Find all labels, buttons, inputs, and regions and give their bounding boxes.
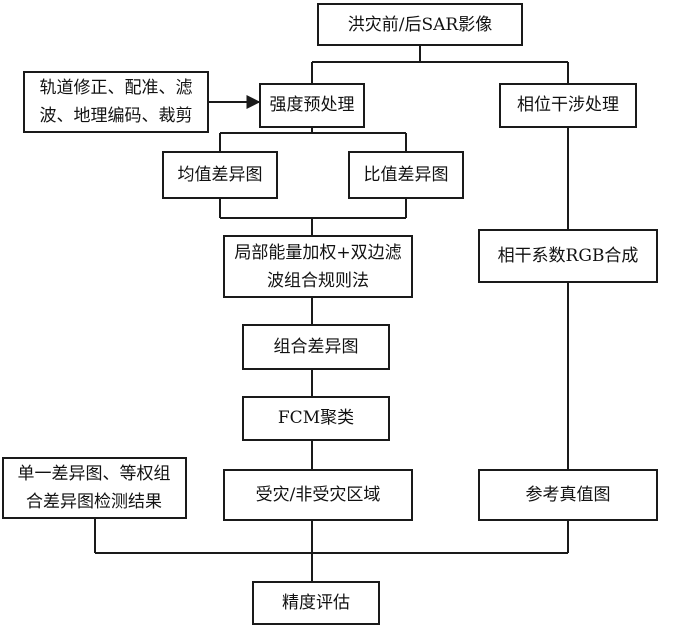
node-phase-label: 相位干涉处理 <box>517 95 619 115</box>
node-phase: 相位干涉处理 <box>499 83 637 128</box>
node-input-label: 洪灾前/后SAR影像 <box>348 15 492 35</box>
node-fcm: FCM聚类 <box>242 396 390 441</box>
node-preprocess-steps: 轨道修正、配准、滤 波、地理编码、裁剪 <box>23 71 209 133</box>
node-reference-label: 参考真值图 <box>526 485 611 505</box>
node-ratio-diff-label: 比值差异图 <box>364 165 449 185</box>
node-coherence: 相干系数RGB合成 <box>478 229 658 283</box>
node-fusion-line1: 局部能量加权+双边滤 <box>234 243 401 263</box>
node-preprocess-steps-line2: 波、地理编码、裁剪 <box>40 106 193 126</box>
node-flood-area-label: 受灾/非受灾区域 <box>256 485 381 505</box>
node-combined-diff: 组合差异图 <box>242 324 390 370</box>
node-input: 洪灾前/后SAR影像 <box>317 3 523 46</box>
node-combined-diff-label: 组合差异图 <box>274 337 359 357</box>
node-flood-area: 受灾/非受灾区域 <box>223 469 413 521</box>
node-fusion: 局部能量加权+双边滤 波组合规则法 <box>223 235 413 298</box>
node-fusion-line2: 波组合规则法 <box>267 271 369 291</box>
node-fcm-label: FCM聚类 <box>278 408 354 428</box>
node-accuracy-label: 精度评估 <box>282 593 350 613</box>
node-single-result-line2: 合差异图检测结果 <box>26 492 162 512</box>
node-intensity: 强度预处理 <box>259 83 365 128</box>
node-ratio-diff: 比值差异图 <box>348 151 464 199</box>
node-accuracy: 精度评估 <box>252 581 380 625</box>
node-mean-diff: 均值差异图 <box>162 151 278 199</box>
node-single-result: 单一差异图、等权组 合差异图检测结果 <box>2 457 187 519</box>
connectors <box>94 45 569 582</box>
node-single-result-line1: 单一差异图、等权组 <box>18 464 171 484</box>
node-intensity-label: 强度预处理 <box>270 95 355 115</box>
node-coherence-label: 相干系数RGB合成 <box>498 246 639 266</box>
node-mean-diff-label: 均值差异图 <box>178 165 263 185</box>
node-reference: 参考真值图 <box>478 469 658 521</box>
node-preprocess-steps-line1: 轨道修正、配准、滤 <box>40 78 193 98</box>
